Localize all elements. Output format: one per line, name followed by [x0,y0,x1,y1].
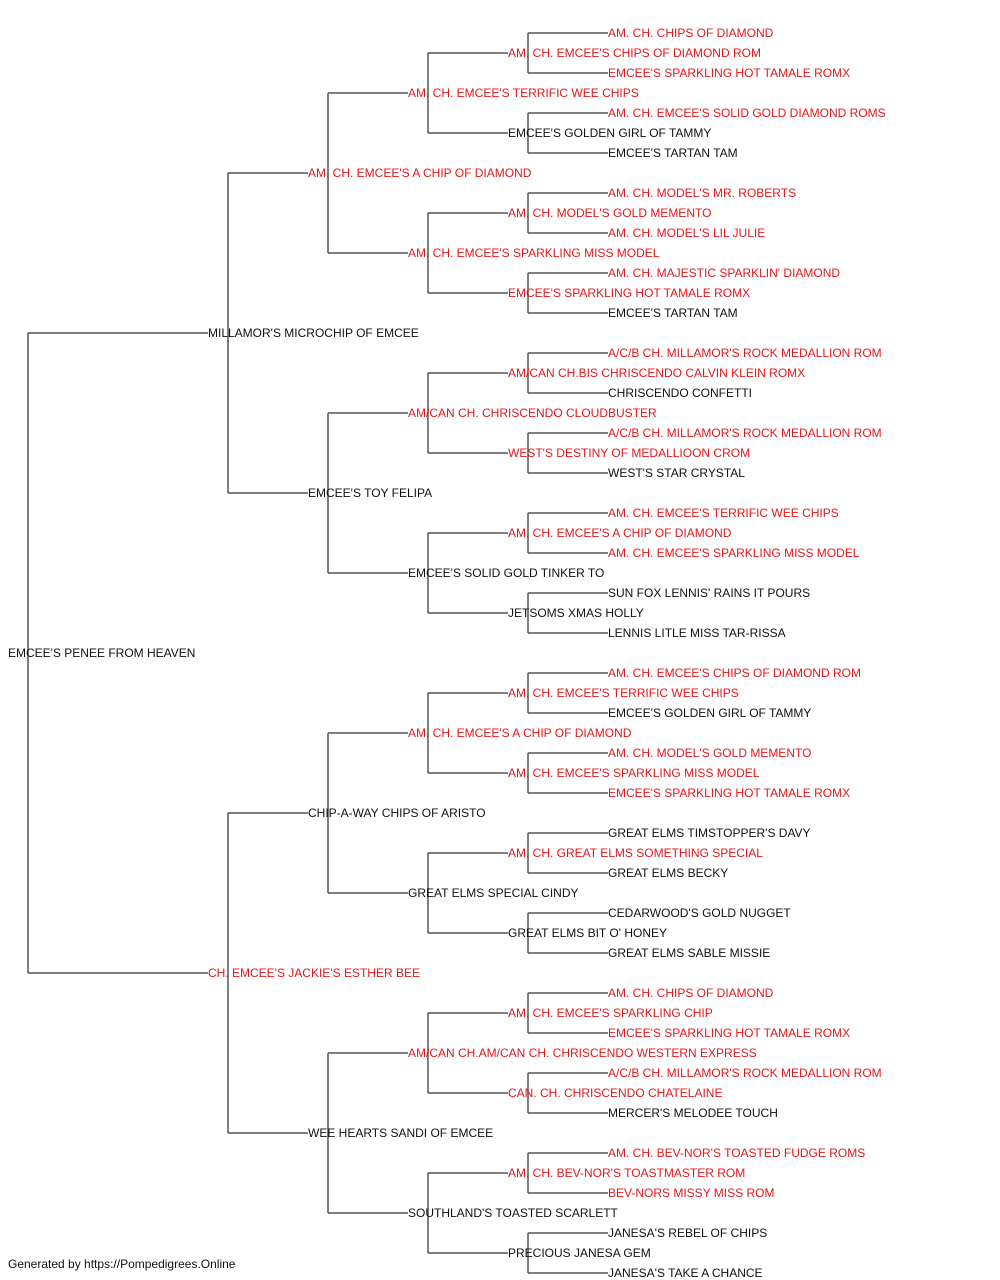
pedigree-node-sire-sire-sire-dam-dam[interactable]: EMCEE'S TARTAN TAM [608,146,738,160]
pedigree-node-dam-dam[interactable]: WEE HEARTS SANDI OF EMCEE [308,1126,494,1140]
pedigree-node-sire-dam-dam-dam-sire[interactable]: SUN FOX LENNIS' RAINS IT POURS [608,586,811,600]
pedigree-node-dam-dam-sire-dam[interactable]: CAN. CH. CHRISCENDO CHATELAINE [508,1086,723,1100]
pedigree-node-dam-dam-dam-dam-dam[interactable]: JANESA'S TAKE A CHANCE [608,1266,763,1280]
pedigree-node-dam-dam-dam-dam[interactable]: PRECIOUS JANESA GEM [508,1246,651,1260]
pedigree-node-sire-sire-dam-dam-dam[interactable]: EMCEE'S TARTAN TAM [608,306,738,320]
pedigree-node-sire-sire-sire-sire-dam[interactable]: EMCEE'S SPARKLING HOT TAMALE ROMX [608,66,851,80]
pedigree-node-sire-sire[interactable]: AM. CH. EMCEE'S A CHIP OF DIAMOND [308,166,532,180]
pedigree-node-sire-dam[interactable]: EMCEE'S TOY FELIPA [308,486,433,500]
pedigree-node-dam-sire-sire[interactable]: AM. CH. EMCEE'S A CHIP OF DIAMOND [408,726,632,740]
pedigree-node-sire-sire-dam-sire-sire[interactable]: AM. CH. MODEL'S MR. ROBERTS [608,186,797,200]
pedigree-node-sire-dam-dam[interactable]: EMCEE'S SOLID GOLD TINKER TO [408,566,605,580]
pedigree-node-dam-sire-sire-dam-sire[interactable]: AM. CH. MODEL'S GOLD MEMENTO [608,746,812,760]
pedigree-node-subject[interactable]: EMCEE'S PENEE FROM HEAVEN [8,646,196,660]
pedigree-node-dam-sire-sire-sire-dam[interactable]: EMCEE'S GOLDEN GIRL OF TAMMY [608,706,812,720]
pedigree-node-sire-dam-sire-sire-dam[interactable]: CHRISCENDO CONFETTI [608,386,752,400]
pedigree-node-dam-dam-sire-dam-sire[interactable]: A/C/B CH. MILLAMOR'S ROCK MEDALLION ROM [608,1066,882,1080]
pedigree-node-sire-sire-sire-sire-sire[interactable]: AM. CH. CHIPS OF DIAMOND [608,26,774,40]
pedigree-node-dam-sire-dam-sire-sire[interactable]: GREAT ELMS TIMSTOPPER'S DAVY [608,826,811,840]
pedigree-node-dam-dam-sire-dam-dam[interactable]: MERCER'S MELODEE TOUCH [608,1106,778,1120]
pedigree-node-sire-sire-sire-dam[interactable]: EMCEE'S GOLDEN GIRL OF TAMMY [508,126,712,140]
pedigree-node-sire-sire-dam-sire[interactable]: AM. CH. MODEL'S GOLD MEMENTO [508,206,712,220]
pedigree-node-dam-sire[interactable]: CHIP-A-WAY CHIPS OF ARISTO [308,806,486,820]
pedigree-node-sire-sire-sire[interactable]: AM. CH. EMCEE'S TERRIFIC WEE CHIPS [408,86,639,100]
pedigree-node-sire-dam-dam-sire-dam[interactable]: AM. CH. EMCEE'S SPARKLING MISS MODEL [608,546,860,560]
pedigree-node-dam-dam-sire-sire-sire[interactable]: AM. CH. CHIPS OF DIAMOND [608,986,774,1000]
pedigree-node-dam-sire-dam-dam[interactable]: GREAT ELMS BIT O' HONEY [508,926,667,940]
pedigree-node-dam-sire-dam-dam-sire[interactable]: CEDARWOOD'S GOLD NUGGET [608,906,791,920]
pedigree-node-sire-sire-dam-dam-sire[interactable]: AM. CH. MAJESTIC SPARKLIN' DIAMOND [608,266,841,280]
pedigree-node-sire-dam-dam-sire-sire[interactable]: AM. CH. EMCEE'S TERRIFIC WEE CHIPS [608,506,839,520]
pedigree-node-sire-dam-sire-sire-sire[interactable]: A/C/B CH. MILLAMOR'S ROCK MEDALLION ROM [608,346,882,360]
pedigree-node-dam-sire-sire-sire-sire[interactable]: AM. CH. EMCEE'S CHIPS OF DIAMOND ROM [608,666,861,680]
pedigree-node-dam-sire-sire-dam-dam[interactable]: EMCEE'S SPARKLING HOT TAMALE ROMX [608,786,851,800]
pedigree-node-sire-dam-sire[interactable]: AM/CAN CH. CHRISCENDO CLOUDBUSTER [408,406,657,420]
pedigree-node-sire-sire-sire-dam-sire[interactable]: AM. CH. EMCEE'S SOLID GOLD DIAMOND ROMS [608,106,886,120]
pedigree-node-dam-dam-dam[interactable]: SOUTHLAND'S TOASTED SCARLETT [408,1206,618,1220]
pedigree-node-sire-sire-sire-sire[interactable]: AM. CH. EMCEE'S CHIPS OF DIAMOND ROM [508,46,761,60]
pedigree-node-dam-dam-dam-sire-dam[interactable]: BEV-NORS MISSY MISS ROM [608,1186,775,1200]
footer-credit: Generated by https://Pompedigrees.Online [8,1257,236,1271]
pedigree-node-dam-dam-sire-sire-dam[interactable]: EMCEE'S SPARKLING HOT TAMALE ROMX [608,1026,851,1040]
pedigree-node-sire-dam-sire-dam-sire[interactable]: A/C/B CH. MILLAMOR'S ROCK MEDALLION ROM [608,426,882,440]
pedigree-node-sire-sire-dam[interactable]: AM. CH. EMCEE'S SPARKLING MISS MODEL [408,246,660,260]
pedigree-node-dam-dam-sire-sire[interactable]: AM. CH. EMCEE'S SPARKLING CHIP [508,1006,713,1020]
pedigree-node-dam[interactable]: CH. EMCEE'S JACKIE'S ESTHER BEE [208,966,420,980]
pedigree-node-sire-sire-dam-sire-dam[interactable]: AM. CH. MODEL'S LIL JULIE [608,226,766,240]
pedigree-node-dam-sire-sire-dam[interactable]: AM. CH. EMCEE'S SPARKLING MISS MODEL [508,766,760,780]
pedigree-node-dam-dam-dam-dam-sire[interactable]: JANESA'S REBEL OF CHIPS [608,1226,768,1240]
pedigree-node-sire-dam-dam-dam[interactable]: JETSOMS XMAS HOLLY [508,606,644,620]
pedigree-node-sire-dam-dam-sire[interactable]: AM. CH. EMCEE'S A CHIP OF DIAMOND [508,526,732,540]
pedigree-node-sire-sire-dam-dam[interactable]: EMCEE'S SPARKLING HOT TAMALE ROMX [508,286,751,300]
pedigree-node-dam-sire-dam-sire[interactable]: AM. CH. GREAT ELMS SOMETHING SPECIAL [508,846,763,860]
pedigree-node-dam-sire-dam[interactable]: GREAT ELMS SPECIAL CINDY [408,886,579,900]
pedigree-node-dam-dam-sire[interactable]: AM/CAN CH.AM/CAN CH. CHRISCENDO WESTERN … [408,1046,757,1060]
pedigree-node-dam-dam-dam-sire-sire[interactable]: AM. CH. BEV-NOR'S TOASTED FUDGE ROMS [608,1146,866,1160]
pedigree-node-sire[interactable]: MILLAMOR'S MICROCHIP OF EMCEE [208,326,419,340]
pedigree-node-dam-dam-dam-sire[interactable]: AM. CH. BEV-NOR'S TOASTMASTER ROM [508,1166,746,1180]
pedigree-node-sire-dam-sire-sire[interactable]: AM/CAN CH.BIS CHRISCENDO CALVIN KLEIN RO… [508,366,806,380]
pedigree-node-sire-dam-dam-dam-dam[interactable]: LENNIS LITLE MISS TAR-RISSA [608,626,786,640]
pedigree-node-dam-sire-sire-sire[interactable]: AM. CH. EMCEE'S TERRIFIC WEE CHIPS [508,686,739,700]
pedigree-node-dam-sire-dam-sire-dam[interactable]: GREAT ELMS BECKY [608,866,729,880]
pedigree-node-dam-sire-dam-dam-dam[interactable]: GREAT ELMS SABLE MISSIE [608,946,771,960]
pedigree-node-sire-dam-sire-dam-dam[interactable]: WEST'S STAR CRYSTAL [608,466,745,480]
pedigree-node-sire-dam-sire-dam[interactable]: WEST'S DESTINY OF MEDALLIOON CROM [508,446,751,460]
